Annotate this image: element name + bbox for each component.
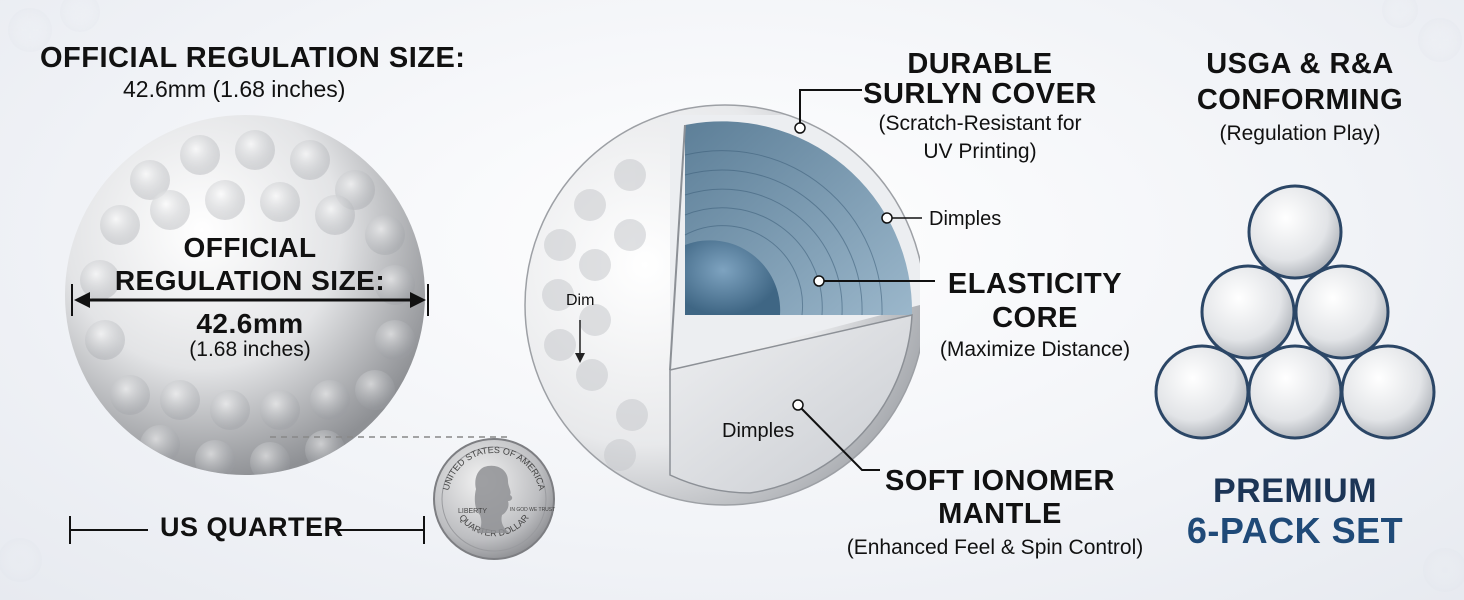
mantle-sub: (Enhanced Feel & Spin Control) xyxy=(846,536,1144,559)
quarter-measure-line xyxy=(69,516,425,544)
cover-title-line1: DURABLE xyxy=(907,48,1053,80)
left-subtitle: 42.6mm (1.68 inches) xyxy=(123,76,346,102)
left-title: OFFICIAL REGULATION SIZE: xyxy=(40,42,466,74)
quarter-label: US QUARTER xyxy=(160,512,344,542)
dim-label: Dim xyxy=(566,292,595,309)
pack-ball-6 xyxy=(1340,344,1436,440)
ball-label-line2: REGULATION SIZE: xyxy=(114,265,386,296)
mantle-title-line1: SOFT IONOMER xyxy=(885,465,1115,497)
dimples-right-label: Dimples xyxy=(929,208,1002,230)
core-sub: (Maximize Distance) xyxy=(939,338,1131,361)
pack-ball-4 xyxy=(1154,344,1250,440)
diameter-arrow xyxy=(71,284,429,316)
coin-liberty: LIBERTY xyxy=(458,508,487,515)
ball-label-size: 42.6mm xyxy=(196,308,304,339)
cover-sub-line2: UV Printing) xyxy=(923,140,1037,163)
pack-ball-2 xyxy=(1200,264,1296,360)
pack-ball-5 xyxy=(1247,344,1343,440)
premium-line2: 6-PACK SET xyxy=(1186,510,1404,551)
coin-motto: IN GOD WE TRUST xyxy=(510,507,555,513)
premium-line1: PREMIUM xyxy=(1212,472,1378,510)
elasticity-core xyxy=(685,240,781,315)
us-quarter-coin: UNITED STATES OF AMERICA QUARTER DOLLAR … xyxy=(433,438,555,560)
washington-profile xyxy=(474,465,513,533)
mantle-title-line2: MANTLE xyxy=(938,498,1062,530)
usga-sub: (Regulation Play) xyxy=(1219,122,1381,145)
usga-title-line2: CONFORMING xyxy=(1196,84,1404,116)
core-title-line2: CORE xyxy=(992,302,1078,334)
golf-ball-image xyxy=(65,115,425,475)
ball-label-inches: (1.68 inches) xyxy=(189,338,311,361)
pack-ball-1 xyxy=(1247,184,1343,280)
six-pack-balls xyxy=(1154,184,1436,440)
core-title-line1: ELASTICITY xyxy=(947,268,1123,300)
dimples-inner-label: Dimples xyxy=(722,420,795,442)
ball-dimples xyxy=(542,159,648,471)
ball-label-line1: OFFICIAL xyxy=(183,232,317,263)
cover-title-line2: SURLYN COVER xyxy=(863,78,1097,110)
pack-ball-3 xyxy=(1294,264,1390,360)
cutaway-ball-diagram xyxy=(524,104,920,506)
cover-sub-line1: (Scratch-Resistant for xyxy=(878,112,1082,135)
callout-leader-lines xyxy=(792,89,935,471)
dashed-connector xyxy=(270,436,510,438)
ionomer-mantle xyxy=(669,314,913,494)
usga-title-line1: USGA & R&A xyxy=(1206,48,1394,80)
